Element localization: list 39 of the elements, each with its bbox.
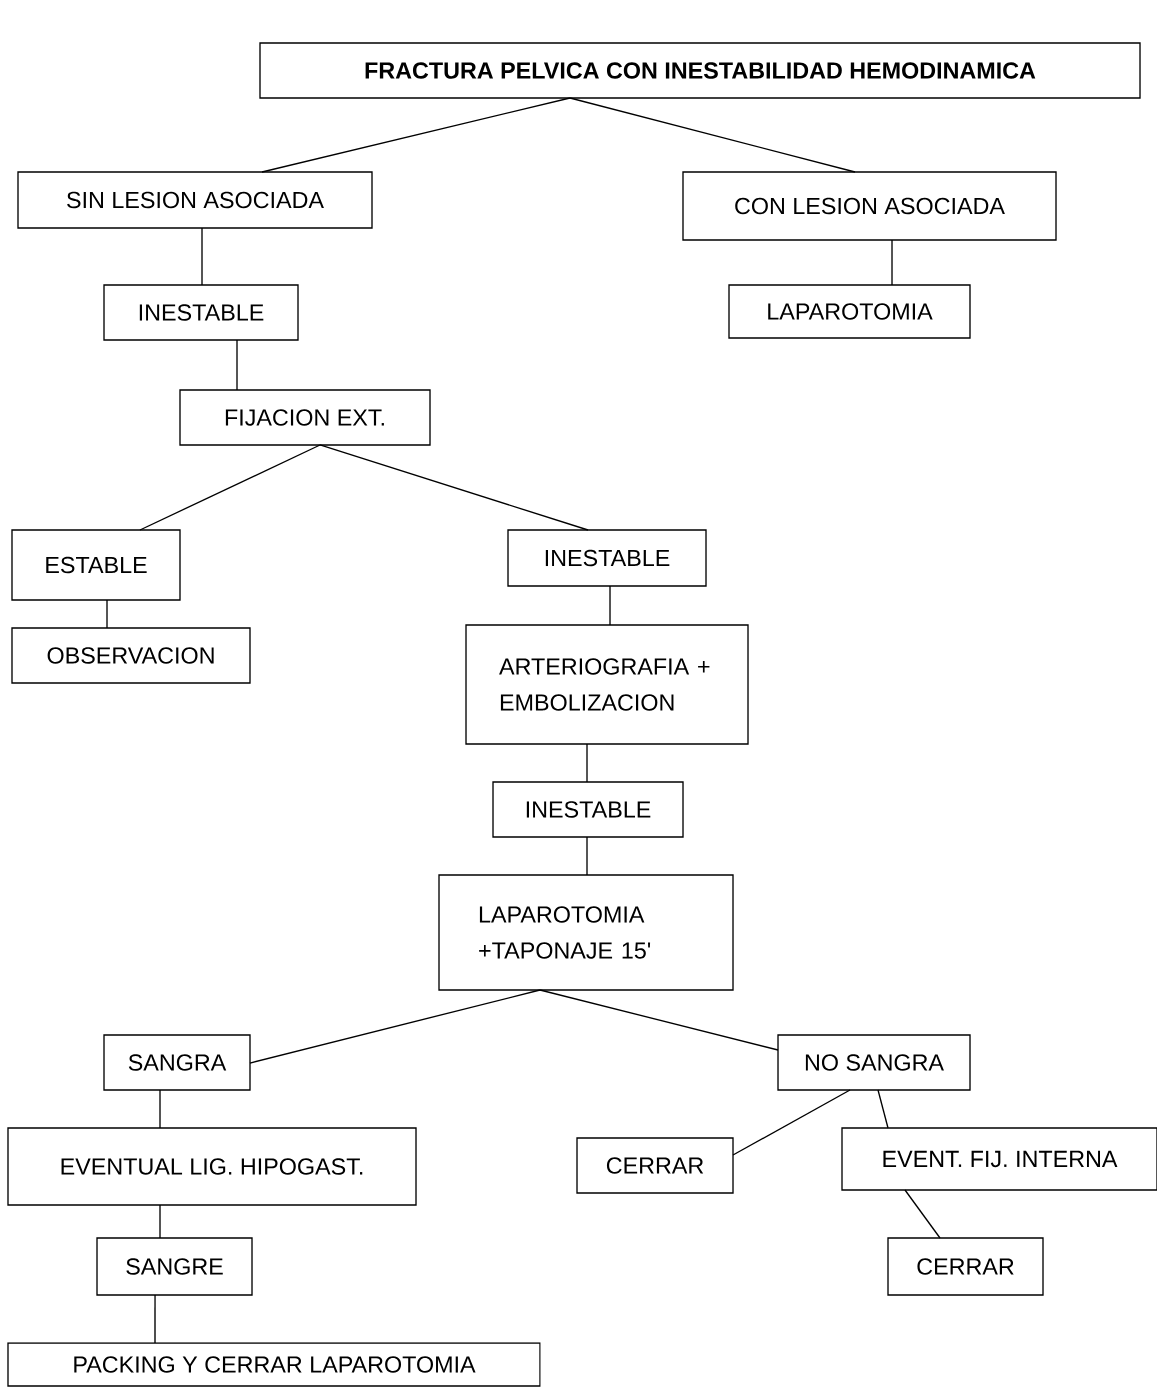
connector-line — [139, 444, 321, 531]
process-box: EVENT. FIJ. INTERNA — [841, 1127, 1157, 1191]
process-box: CERRAR — [576, 1137, 734, 1194]
process-box: LAPAROTOMIA +TAPONAJE 15' — [438, 874, 734, 991]
connector-line — [201, 227, 203, 286]
connector-line — [569, 97, 856, 173]
process-box: SANGRE — [96, 1237, 253, 1296]
connector-line — [609, 585, 611, 626]
process-box: INESTABLE — [507, 529, 707, 587]
connector-line — [236, 339, 238, 391]
process-box: SIN LESION ASOCIADA — [17, 171, 373, 229]
connector-line — [877, 1089, 889, 1129]
connector-line — [159, 1089, 161, 1129]
connector-line — [586, 836, 588, 876]
process-box: ESTABLE — [11, 529, 181, 601]
connector-line — [891, 239, 893, 286]
connector-line — [249, 989, 541, 1064]
connector-line — [319, 444, 589, 531]
connector-line — [159, 1204, 161, 1239]
process-box: INESTABLE — [103, 284, 299, 341]
process-box: FIJACION EXT. — [179, 389, 431, 446]
connector-line — [904, 1189, 941, 1239]
process-box: NO SANGRA — [777, 1034, 971, 1091]
connector-line — [732, 1089, 851, 1156]
connector-line — [261, 97, 571, 173]
process-box: PACKING Y CERRAR LAPAROTOMIA — [7, 1342, 541, 1387]
process-box: EVENTUAL LIG. HIPOGAST. — [7, 1127, 417, 1206]
process-box: SANGRA — [103, 1034, 251, 1091]
process-box: ARTERIOGRAFIA + EMBOLIZACION — [465, 624, 749, 745]
connector-line — [539, 989, 779, 1051]
connector-line — [154, 1294, 156, 1344]
process-box: LAPAROTOMIA — [728, 284, 971, 339]
process-box: CON LESION ASOCIADA — [682, 171, 1057, 241]
connector-line — [106, 599, 108, 629]
process-box: CERRAR — [887, 1237, 1044, 1296]
process-box: FRACTURA PELVICA CON INESTABILIDAD HEMODINAMICA — [259, 42, 1141, 99]
process-box: OBSERVACION — [11, 627, 251, 684]
process-box: INESTABLE — [492, 781, 684, 838]
connector-line — [586, 743, 588, 783]
